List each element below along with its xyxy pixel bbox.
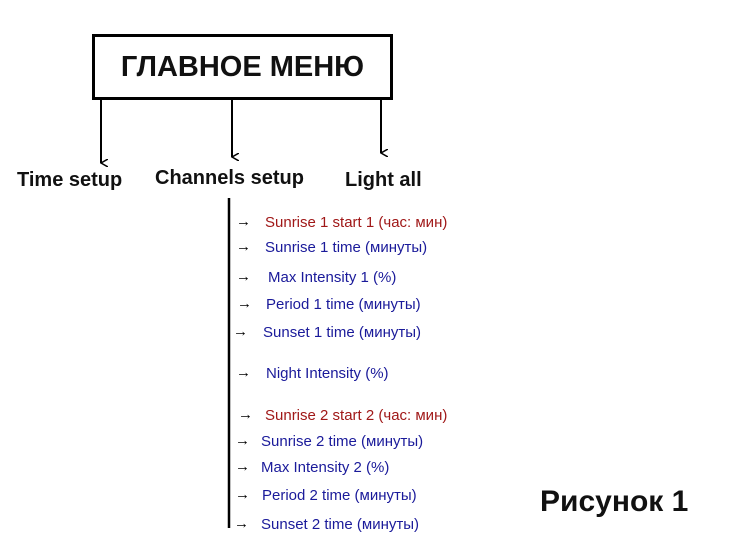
main-menu-title: ГЛАВНОЕ МЕНЮ (120, 50, 365, 83)
figure-label: Рисунок 1 (540, 485, 689, 518)
arrow-right-icon: → (236, 213, 251, 230)
channels-item: Max Intensity 1 (%) (268, 269, 397, 286)
channels-item: Night Intensity (%) (266, 365, 389, 382)
channels-item: Sunset 1 time (минуты) (263, 324, 421, 341)
arrow-right-icon: → (233, 323, 248, 340)
channels-item: Sunrise 2 start 2 (час: мин) (265, 407, 448, 424)
submenu-light-all: Light all (345, 169, 422, 191)
channels-item: Sunrise 2 time (минуты) (261, 433, 424, 450)
channels-item: Period 1 time (минуты) (266, 296, 421, 313)
arrow-right-icon: → (234, 515, 249, 532)
submenu-channels-setup: Channels setup (155, 167, 304, 189)
arrow-right-icon: → (236, 268, 251, 285)
submenu-time-setup: Time setup (17, 169, 123, 191)
arrow-right-icon: → (236, 364, 251, 381)
arrow-right-icon: → (238, 406, 253, 423)
channels-item: Period 2 time (минуты) (262, 487, 417, 504)
main-menu-box: ГЛАВНОЕ МЕНЮ (92, 34, 393, 100)
channels-item: Sunset 2 time (минуты) (261, 516, 419, 533)
arrow-right-icon: → (237, 295, 252, 312)
arrow-right-icon: → (235, 432, 250, 449)
arrow-right-icon: → (235, 486, 250, 503)
channels-item: Sunrise 1 start 1 (час: мин) (265, 214, 448, 231)
arrow-right-icon: → (235, 458, 250, 475)
arrow-right-icon: → (236, 238, 251, 255)
channels-item: Sunrise 1 time (минуты) (265, 239, 428, 256)
channels-item: Max Intensity 2 (%) (261, 459, 390, 476)
